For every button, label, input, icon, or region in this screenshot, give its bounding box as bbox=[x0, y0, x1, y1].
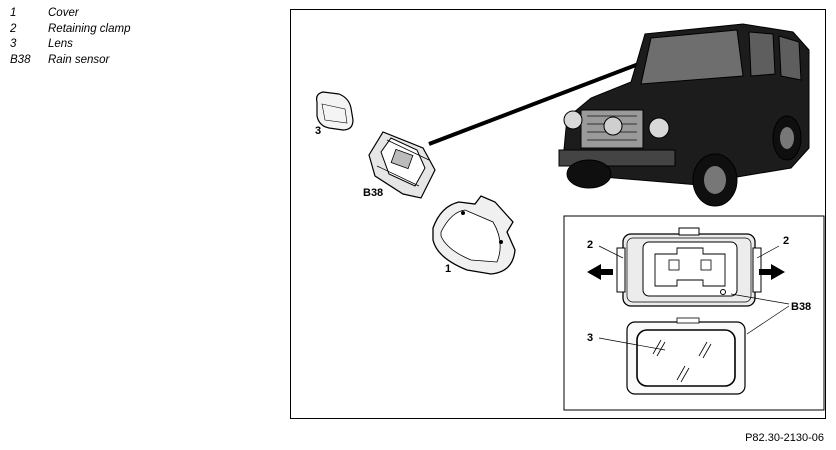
label-detail-sensor: B38 bbox=[791, 301, 811, 313]
label-rain-sensor: B38 bbox=[363, 187, 383, 199]
vehicle-illustration bbox=[558, 23, 810, 207]
arrow-right-icon bbox=[759, 264, 785, 280]
arrow-left-icon bbox=[587, 264, 613, 280]
label-cover: 1 bbox=[445, 263, 451, 275]
label-detail-lens: 3 bbox=[587, 332, 593, 344]
legend-number: 3 bbox=[10, 38, 17, 50]
lens-part bbox=[316, 91, 354, 131]
legend-number: 2 bbox=[10, 22, 17, 35]
legend-row: 1 Cover bbox=[10, 6, 130, 22]
label-lens: 3 bbox=[315, 125, 321, 137]
label-clamp-left: 2 bbox=[587, 239, 593, 251]
label-clamp-right: 2 bbox=[783, 235, 789, 247]
reference-code: P82.30-2130-06 bbox=[745, 432, 824, 444]
legend-text: Lens bbox=[48, 38, 73, 50]
detail-lens bbox=[626, 317, 746, 395]
legend-text: Retaining clamp bbox=[48, 22, 131, 35]
legend-text: Rain sensor bbox=[48, 53, 110, 66]
legend-row: 3 Lens bbox=[10, 37, 130, 53]
diagram-figure: 3 B38 1 bbox=[290, 9, 826, 419]
rain-sensor-part bbox=[368, 131, 436, 199]
legend-text: Cover bbox=[48, 7, 79, 19]
legend-number: 1 bbox=[10, 7, 17, 19]
diagram-illustration: 3 B38 1 bbox=[315, 23, 825, 411]
cover-part bbox=[432, 195, 516, 275]
legend-number: B38 bbox=[10, 53, 31, 66]
legend-row: B38 Rain sensor bbox=[10, 53, 130, 69]
legend: 1 Cover 2 Retaining clamp 3 Lens B38 Rai… bbox=[10, 6, 130, 68]
legend-row: 2 Retaining clamp bbox=[10, 22, 130, 38]
detail-sensor-clamp bbox=[587, 227, 785, 307]
